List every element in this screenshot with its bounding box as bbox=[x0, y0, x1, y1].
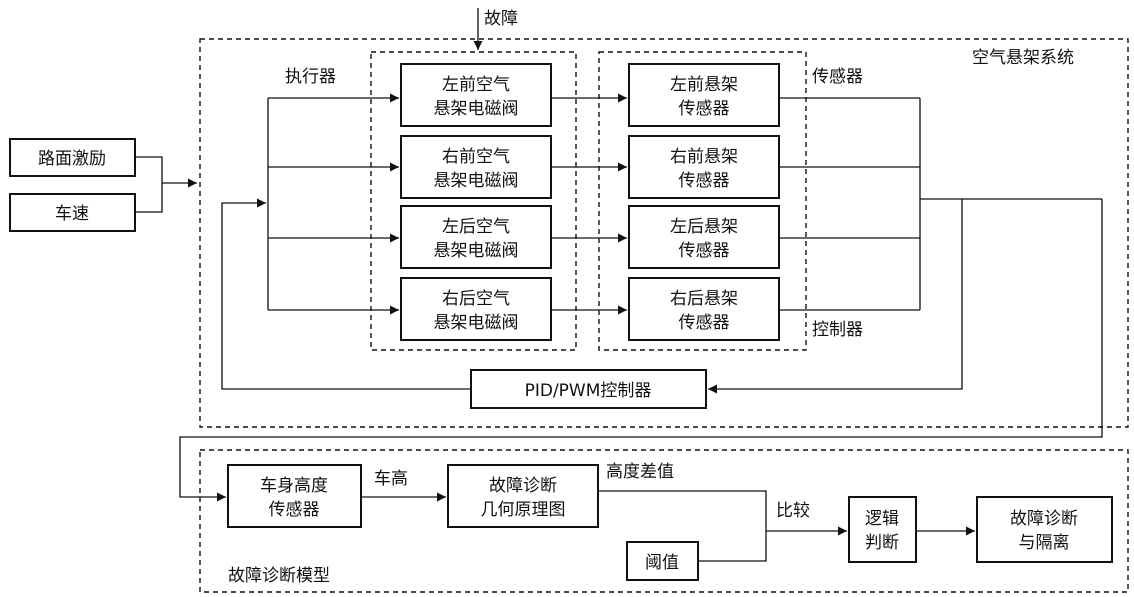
vehicle-height-label: 车高 bbox=[374, 469, 408, 489]
valve-right-front-line2: 悬架电磁阀 bbox=[434, 171, 519, 191]
logic-judgment-line2: 判断 bbox=[865, 533, 899, 553]
valve-left-rear-box: 左后空气 悬架电磁阀 bbox=[400, 205, 552, 269]
body-height-sensor-line1: 车身高度 bbox=[260, 476, 328, 496]
body-height-sensor-line2: 传感器 bbox=[269, 500, 320, 520]
sensor-right-rear-line2: 传感器 bbox=[679, 313, 730, 333]
air-suspension-system-frame bbox=[199, 38, 1129, 428]
controller-label: 控制器 bbox=[812, 320, 863, 340]
sensor-left-front-line1: 左前悬架 bbox=[670, 75, 738, 95]
geometry-diagram-box: 故障诊断 几何原理图 bbox=[447, 464, 599, 528]
sensor-right-front-line2: 传感器 bbox=[679, 171, 730, 191]
sensor-left-rear-line2: 传感器 bbox=[679, 241, 730, 261]
pid-controller-box: PID/PWM控制器 bbox=[470, 369, 707, 409]
valve-left-front-line2: 悬架电磁阀 bbox=[434, 99, 519, 119]
height-difference-line bbox=[598, 490, 767, 531]
body-height-sensor-box: 车身高度 传感器 bbox=[227, 464, 362, 528]
compare-label: 比较 bbox=[776, 501, 810, 521]
valve-left-rear-line2: 悬架电磁阀 bbox=[434, 241, 519, 261]
valve-right-rear-line2: 悬架电磁阀 bbox=[434, 313, 519, 333]
threshold-box: 阈值 bbox=[626, 541, 699, 581]
threshold-line bbox=[698, 531, 767, 562]
vehicle-speed-box: 车速 bbox=[9, 193, 136, 232]
diagnosis-isolation-line2: 与隔离 bbox=[1019, 533, 1070, 553]
geometry-diagram-line1: 故障诊断 bbox=[489, 476, 557, 496]
valve-group-frame bbox=[370, 51, 577, 351]
feedback-to-pid-arrow bbox=[708, 199, 963, 394]
pid-controller-text: PID/PWM控制器 bbox=[525, 381, 652, 401]
vehicle-speed-text: 车速 bbox=[55, 204, 89, 224]
sensor-left-front-box: 左前悬架 传感器 bbox=[628, 63, 780, 127]
road-excitation-text: 路面激励 bbox=[38, 149, 106, 169]
sensor-label: 传感器 bbox=[812, 67, 863, 87]
threshold-text: 阈值 bbox=[645, 553, 679, 573]
diagnosis-isolation-line1: 故障诊断 bbox=[1010, 509, 1078, 529]
sensor-left-rear-box: 左后悬架 传感器 bbox=[628, 205, 780, 269]
input-merge-line bbox=[135, 156, 163, 213]
logic-judgment-box: 逻辑 判断 bbox=[848, 496, 917, 563]
sensor-right-front-box: 右前悬架 传感器 bbox=[628, 135, 780, 199]
sensor-right-rear-box: 右后悬架 传感器 bbox=[628, 277, 780, 341]
valve-right-front-box: 右前空气 悬架电磁阀 bbox=[400, 135, 552, 199]
diagnosis-isolation-box: 故障诊断 与隔离 bbox=[976, 496, 1113, 563]
sensor-left-front-line2: 传感器 bbox=[679, 99, 730, 119]
sensor-left-rear-line1: 左后悬架 bbox=[670, 217, 738, 237]
valve-right-rear-line1: 右后空气 bbox=[442, 289, 510, 309]
road-excitation-box: 路面激励 bbox=[9, 138, 136, 177]
fault-input-label: 故障 bbox=[484, 9, 518, 29]
to-diagnosis-arrow bbox=[179, 199, 1103, 502]
sensor-right-front-line1: 右前悬架 bbox=[670, 147, 738, 167]
valve-right-rear-box: 右后空气 悬架电磁阀 bbox=[400, 277, 552, 341]
valve-left-front-line1: 左前空气 bbox=[442, 75, 510, 95]
air-suspension-system-label: 空气悬架系统 bbox=[972, 48, 1074, 68]
valve-left-rear-line1: 左后空气 bbox=[442, 217, 510, 237]
sensor-group-frame bbox=[598, 51, 807, 351]
valve-left-front-box: 左前空气 悬架电磁阀 bbox=[400, 63, 552, 127]
actuator-label: 执行器 bbox=[285, 67, 336, 87]
logic-judgment-line1: 逻辑 bbox=[865, 509, 899, 529]
pid-to-actuator-arrow bbox=[221, 198, 471, 390]
valve-right-front-line1: 右前空气 bbox=[442, 147, 510, 167]
diagnosis-model-frame bbox=[199, 449, 1129, 593]
sensor-right-rear-line1: 右后悬架 bbox=[670, 289, 738, 309]
height-difference-label: 高度差值 bbox=[606, 462, 674, 482]
geometry-diagram-line2: 几何原理图 bbox=[481, 500, 566, 520]
diagnosis-model-label: 故障诊断模型 bbox=[228, 566, 330, 586]
